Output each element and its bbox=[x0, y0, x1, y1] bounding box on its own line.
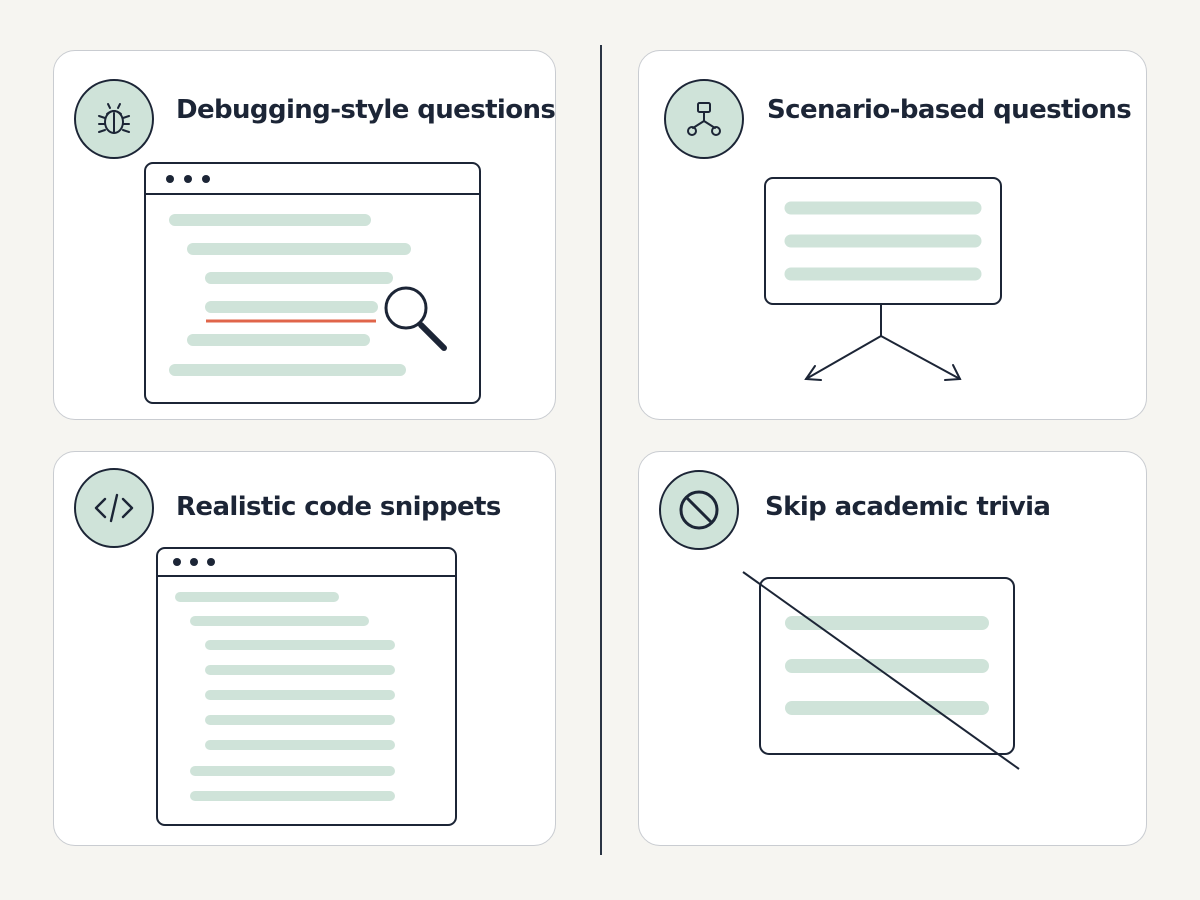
flowchart-icon bbox=[664, 79, 744, 159]
card-title: Skip academic trivia bbox=[765, 492, 1051, 522]
code-lines bbox=[169, 214, 411, 376]
bug-icon bbox=[74, 79, 154, 159]
crossed-out-illustration bbox=[742, 571, 1020, 770]
strike-through-line bbox=[742, 571, 1020, 770]
prohibited-icon bbox=[659, 470, 739, 550]
code-lines bbox=[175, 592, 395, 801]
editor-window bbox=[156, 547, 457, 826]
decision-diagram-illustration bbox=[764, 177, 1002, 381]
card-code-snippets: Realistic code snippets bbox=[53, 451, 556, 846]
trivia-lines bbox=[785, 616, 989, 715]
code-window-illustration bbox=[144, 162, 481, 404]
center-divider bbox=[600, 45, 602, 855]
code-icon bbox=[74, 468, 154, 548]
code-editor-illustration bbox=[156, 547, 457, 826]
card-title: Scenario-based questions bbox=[767, 95, 1132, 125]
magnifier-icon bbox=[384, 286, 447, 351]
card-title: Debugging-style questions bbox=[176, 95, 556, 125]
branch-arrows bbox=[804, 303, 962, 381]
card-title: Realistic code snippets bbox=[176, 492, 501, 522]
card-debugging-questions: Debugging-style questions bbox=[53, 50, 556, 420]
card-skip-trivia: Skip academic trivia bbox=[638, 451, 1147, 846]
scenario-lines bbox=[784, 201, 982, 281]
card-scenario-questions: Scenario-based questions bbox=[638, 50, 1147, 420]
